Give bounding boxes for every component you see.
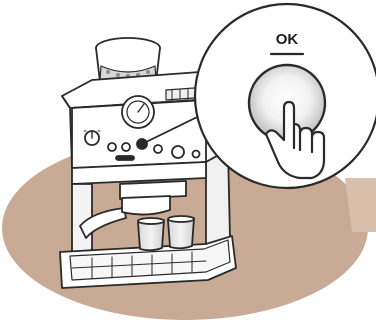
panel-button-1 [108, 143, 116, 151]
panel-button-4 [193, 151, 200, 158]
panel-indicator [116, 156, 134, 160]
ok-callout: OK [195, 4, 376, 188]
ok-label: OK [276, 31, 299, 48]
panel-button-2 [122, 143, 130, 151]
panel-button-3 [154, 145, 162, 153]
steam-dial [172, 146, 184, 158]
portafilter-basket [122, 196, 170, 215]
